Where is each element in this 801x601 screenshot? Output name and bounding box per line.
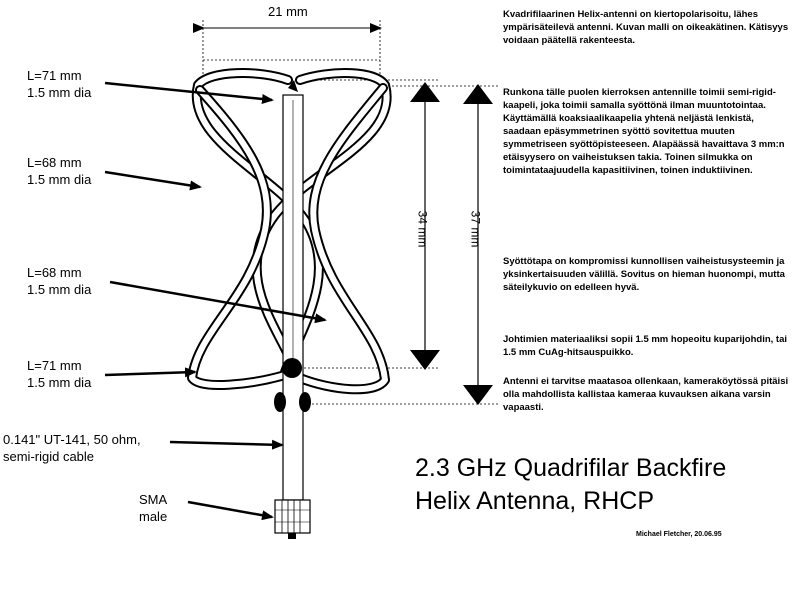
dim-inner-height: 34 mm (415, 210, 430, 248)
label-elem1: L=71 mm 1.5 mm dia (27, 68, 92, 100)
width-dimension (193, 20, 382, 78)
height-dimension-37 (300, 84, 500, 405)
label-elem4: L=71 mm 1.5 mm dia (27, 358, 92, 390)
arrow-cable (169, 439, 284, 450)
solder-joint-right (299, 392, 311, 412)
dim-top-width: 21 mm (268, 4, 308, 19)
description-para-1: Kvadrifilaarinen Helix-antenni on kierto… (503, 9, 789, 46)
description-para-5: Antenni ei tarvitse maatasoa ollenkaan, … (503, 376, 789, 413)
height-dimension-34 (300, 79, 440, 370)
description-para-4: Johtimien materiaaliksi sopii 1.5 mm hop… (503, 334, 788, 358)
arrow-elem2 (104, 170, 202, 191)
arrow-elem3 (109, 280, 327, 324)
author-credit: Michael Fletcher, 20.06.95 (636, 531, 722, 538)
title-line-2: Helix Antenna, RHCP (415, 487, 655, 515)
dim-outer-height: 37 mm (468, 210, 483, 248)
feed-point (282, 358, 302, 378)
arrow-elem4 (104, 367, 197, 378)
solder-joint-left (274, 392, 286, 412)
title-line-1: 2.3 GHz Quadrifilar Backfire (415, 454, 727, 482)
arrow-connector (187, 500, 274, 521)
semi-rigid-cable (274, 80, 311, 501)
label-connector: SMA male (139, 492, 168, 524)
description-para-2: Runkona tälle puolen kierroksen antennil… (503, 87, 785, 176)
leader-arrows (104, 81, 327, 521)
arrow-elem1 (104, 81, 274, 104)
description-para-3: Syöttötapa on kompromissi kunnollisen va… (503, 256, 785, 293)
label-elem3: L=68 mm 1.5 mm dia (27, 265, 92, 297)
label-elem2: L=68 mm 1.5 mm dia (27, 155, 92, 187)
label-cable: 0.141" UT-141, 50 ohm, semi-rigid cable (3, 432, 141, 464)
sma-connector (274, 499, 311, 539)
